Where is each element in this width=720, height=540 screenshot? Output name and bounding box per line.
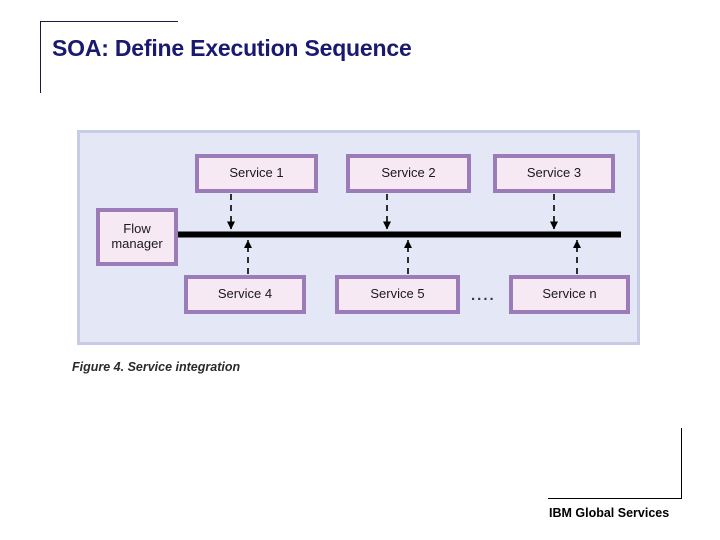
service-box-1[interactable]: Service 1 [195, 154, 318, 193]
flow-manager-label-line2: manager [111, 236, 163, 251]
title-frame-decoration [40, 21, 178, 93]
service-box-5-label: Service 5 [370, 286, 425, 302]
service-box-n-label: Service n [542, 286, 597, 302]
footer-branding-text: IBM Global Services [549, 506, 670, 520]
service-box-2[interactable]: Service 2 [346, 154, 471, 193]
service-box-3[interactable]: Service 3 [493, 154, 615, 193]
figure-caption: Figure 4. Service integration [72, 360, 241, 374]
ellipsis-separator: .... [471, 287, 496, 304]
service-box-4-label: Service 4 [217, 286, 273, 302]
service-box-3-label: Service 3 [526, 165, 582, 181]
flow-manager-label-line1: Flow [123, 221, 151, 237]
page-title: SOA: Define Execution Sequence [52, 35, 412, 61]
service-box-1-label: Service 1 [229, 165, 284, 181]
service-box-4[interactable]: Service 4 [184, 275, 306, 314]
service-box-2-label: Service 2 [381, 165, 436, 181]
service-box-5[interactable]: Service 5 [335, 275, 460, 314]
flow-manager-box[interactable]: Flow manager [96, 208, 178, 266]
figure-connector-canvas [175, 194, 621, 274]
footer-frame-decoration [548, 428, 682, 499]
figure-service-integration: Service 1 Service 2 Service 3 Flow manag… [77, 130, 640, 345]
service-box-n[interactable]: Service n [509, 275, 630, 314]
